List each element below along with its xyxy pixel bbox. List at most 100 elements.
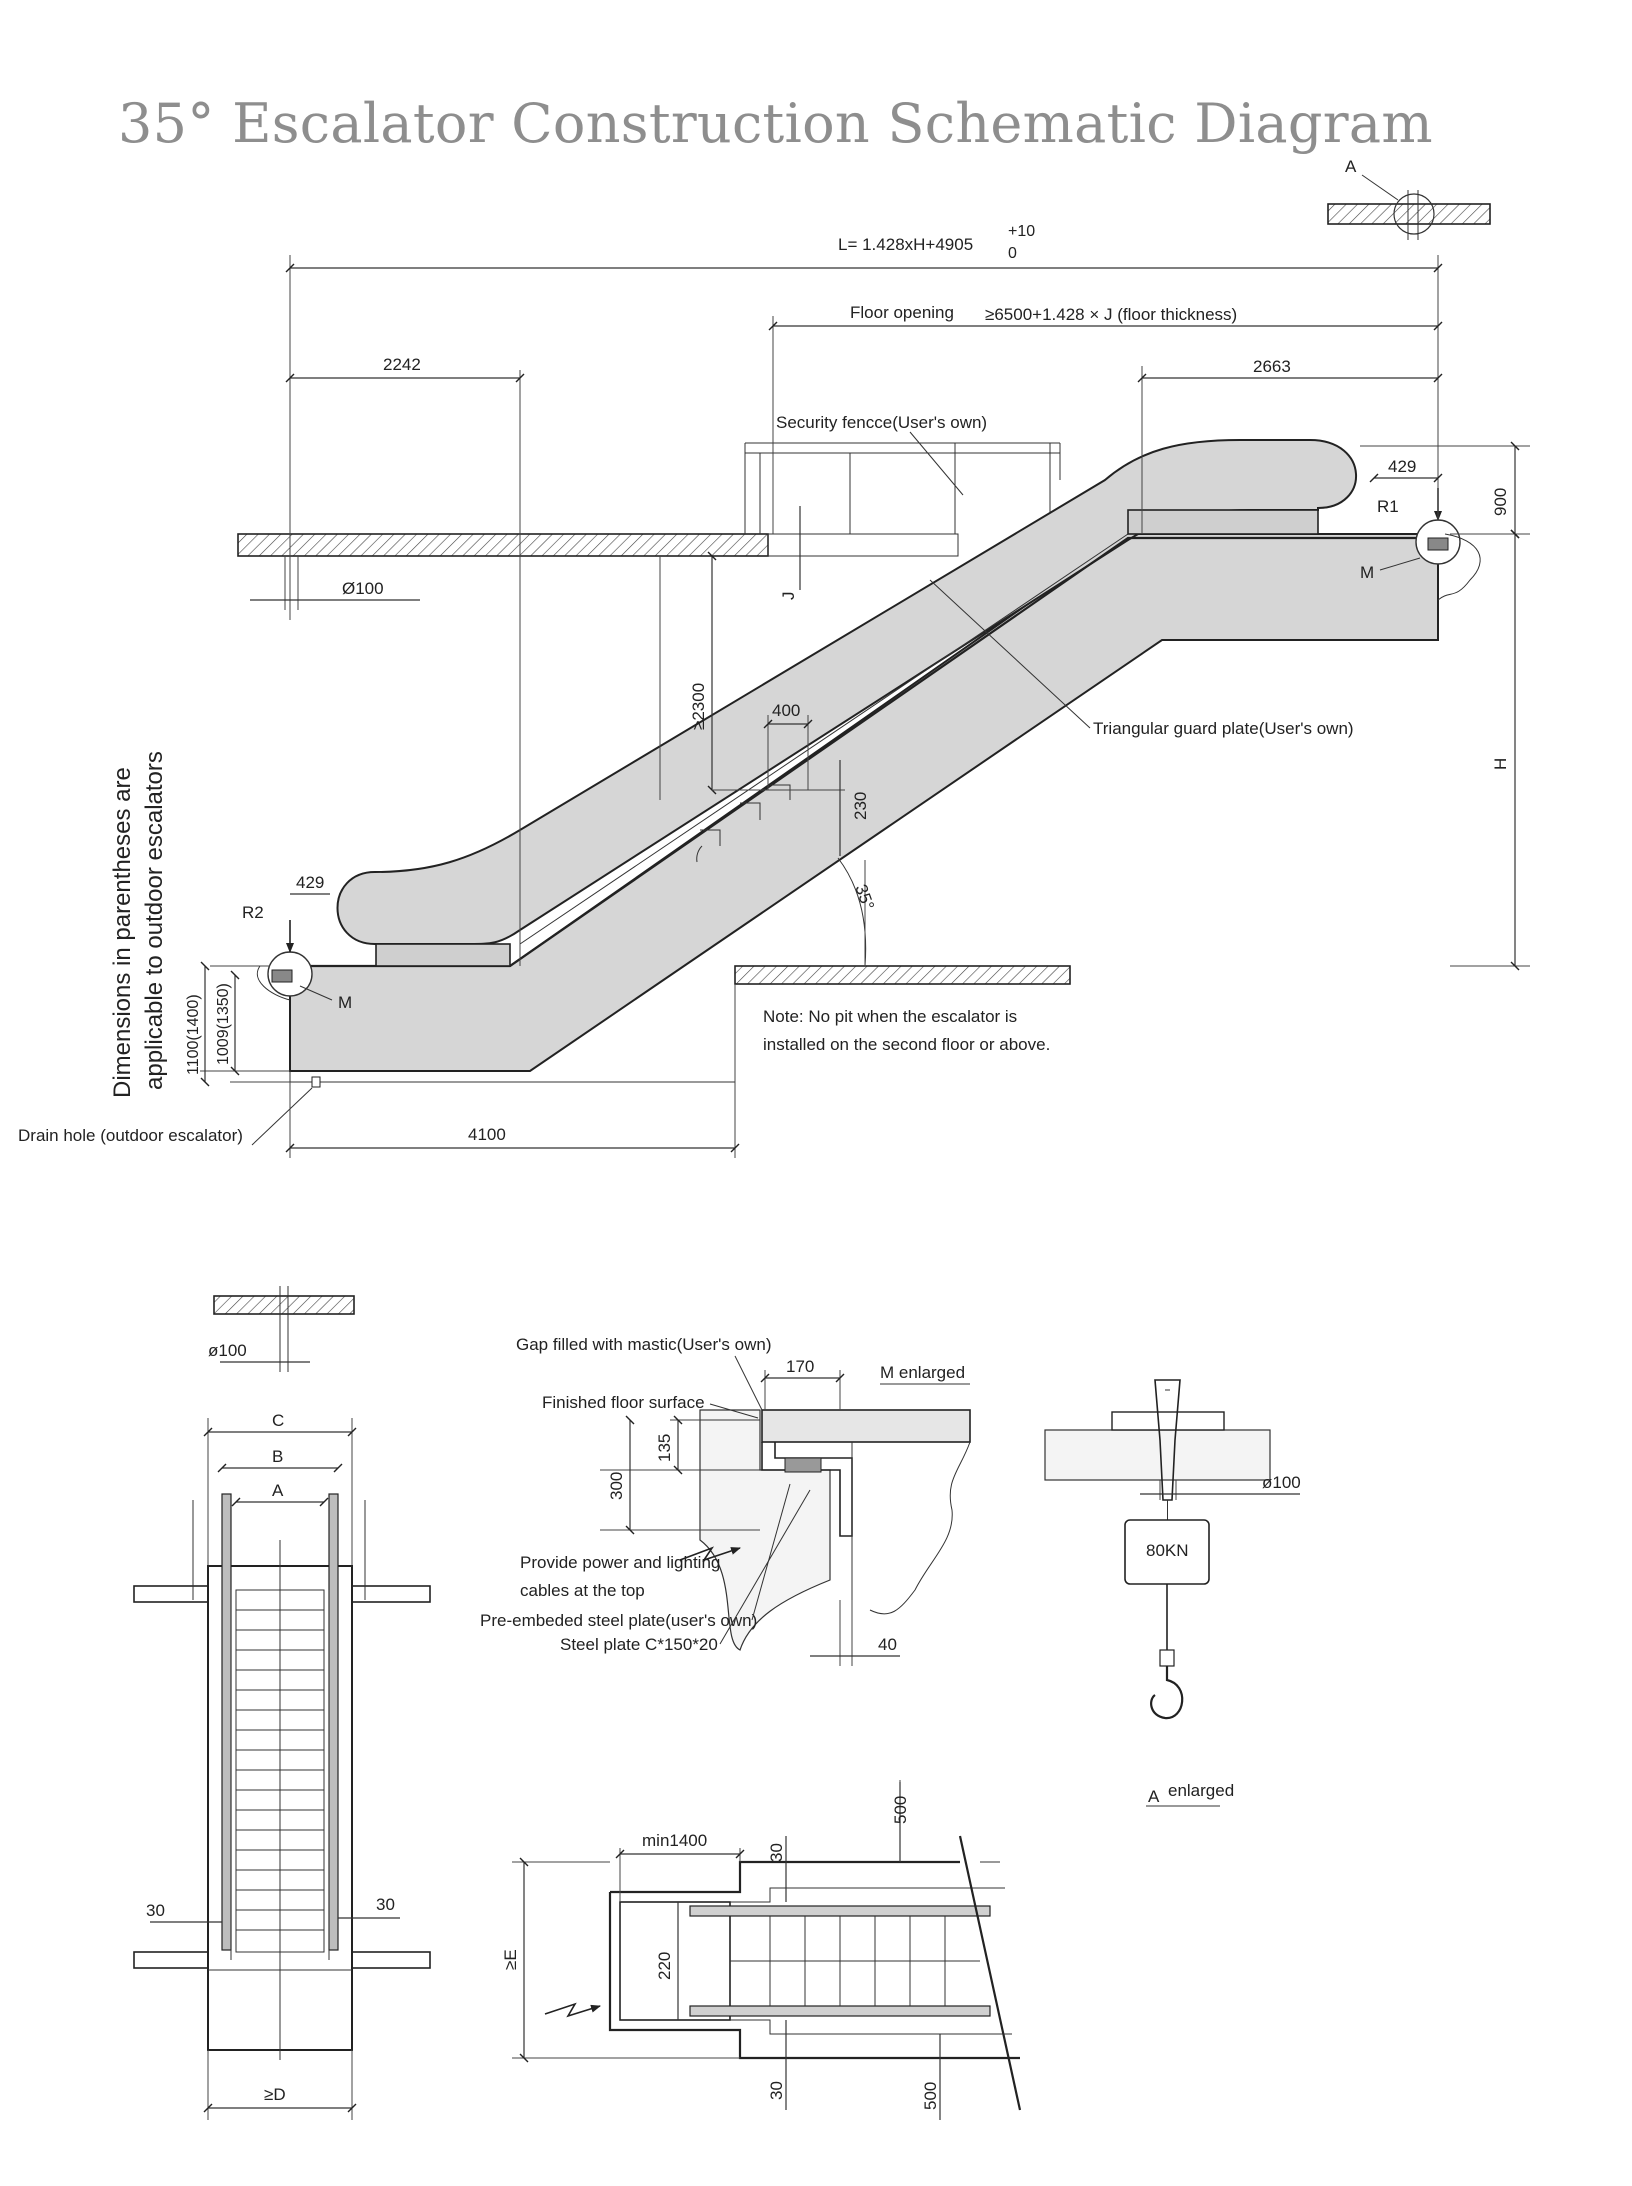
- pit-500-top: 500: [891, 1796, 910, 1824]
- power-line2: cables at the top: [520, 1581, 645, 1600]
- pit-30-top: 30: [767, 1843, 786, 1862]
- plan-c: C: [272, 1411, 284, 1430]
- plan-b: B: [272, 1447, 283, 1466]
- pit-500-bottom: 500: [921, 2082, 940, 2110]
- dim-429-top: 429: [1388, 457, 1416, 476]
- plan-30-right: 30: [376, 1895, 395, 1914]
- vertical-note-line2: applicable to outdoor escalators: [141, 751, 168, 1090]
- plan-floor-left-top: [133, 1585, 209, 1603]
- diagram-title: 35° Escalator Construction Schematic Dia…: [118, 92, 1433, 155]
- plan-floor-right-bottom: [351, 1951, 431, 1969]
- pit-rail-bottom: [689, 2005, 991, 2017]
- dia-100-label: Ø100: [342, 579, 384, 598]
- pit-inner: [619, 1901, 731, 2021]
- concrete-edge-bottom: [257, 965, 291, 1001]
- dim-400: 400: [772, 701, 800, 720]
- detail-a-shackle: [1154, 1379, 1181, 1501]
- detail-a-title-a: A: [1148, 1787, 1160, 1806]
- length-tolerance-plus: +10: [1008, 223, 1035, 240]
- note-line2: installed on the second floor or above.: [763, 1035, 1050, 1054]
- dim-900: 900: [1491, 488, 1510, 516]
- detail-a-cap: [1111, 1411, 1225, 1431]
- lower-landing-plate: [375, 943, 511, 967]
- pit-power-symbol: [544, 2002, 601, 2018]
- detail-m-plate: [761, 1409, 971, 1443]
- dim-2663: 2663: [1253, 357, 1291, 376]
- plan-d: ≥D: [264, 2085, 286, 2104]
- detail-m-title: M enlarged: [880, 1363, 965, 1382]
- load-cell-value: 80KN: [1146, 1541, 1189, 1560]
- label-m-bottom: M: [338, 993, 352, 1012]
- drain-hole: [311, 1076, 321, 1088]
- gap-filled-label: Gap filled with mastic(User's own): [516, 1335, 771, 1354]
- hook-icon: [1150, 1666, 1184, 1720]
- detail-a-dia-100: ø100: [1262, 1473, 1301, 1492]
- detail-m: Gap filled with mastic(User's own) 170 M…: [480, 1335, 971, 1666]
- label-j: J: [779, 592, 798, 601]
- label-r2: R2: [242, 903, 264, 922]
- detail-a-circle: [1393, 193, 1435, 235]
- dim-4100: 4100: [468, 1125, 506, 1144]
- pit-220: 220: [655, 1952, 674, 1980]
- plan-balustrade-left: [221, 1493, 232, 1951]
- note-line1: Note: No pit when the escalator is: [763, 1007, 1017, 1026]
- pit-e: ≥E: [501, 1949, 520, 1970]
- finished-floor-label: Finished floor surface: [542, 1393, 705, 1412]
- pit-slope: [958, 1835, 1022, 2111]
- power-cable-symbol: [679, 1546, 741, 1562]
- step-marks: [696, 784, 791, 863]
- support-bracket-top: [1427, 537, 1449, 551]
- label-m-top: M: [1360, 563, 1374, 582]
- detail-a-title-rest: enlarged: [1168, 1781, 1234, 1800]
- plan-floor-right-top: [351, 1585, 431, 1603]
- length-formula: L= 1.428xH+4905: [838, 235, 973, 254]
- pre-embedded-label: Pre-embeded steel plate(user's own): [480, 1611, 757, 1630]
- side-elevation: L= 1.428xH+4905 +10 0 Floor opening ≥650…: [18, 157, 1530, 1158]
- security-fence-label: Security fencce(User's own): [776, 413, 987, 432]
- pit-min1400: min1400: [642, 1831, 707, 1850]
- support-bracket-bottom: [271, 969, 293, 983]
- dim-2242: 2242: [383, 355, 421, 374]
- pit-plan: 500 30 min1400 ≥E 220 30 500: [501, 1780, 1022, 2120]
- concrete-edge-top: [1437, 533, 1481, 601]
- detail-a-concrete: [1044, 1429, 1271, 1481]
- upper-floor-edge: [767, 533, 959, 557]
- drain-hole-label: Drain hole (outdoor escalator): [18, 1126, 243, 1145]
- dim-429-bottom: 429: [296, 873, 324, 892]
- floor-opening-formula: ≥6500+1.428 × J (floor thickness): [985, 305, 1237, 324]
- dim-1009: 1009(1350): [215, 983, 232, 1065]
- security-fence: [744, 442, 1061, 534]
- detail-m-support: [784, 1457, 822, 1473]
- vertical-note-line1: Dimensions in parentheses are: [109, 767, 136, 1098]
- dim-170: 170: [786, 1357, 814, 1376]
- angle-arc: [837, 857, 867, 967]
- plan-a: A: [272, 1481, 284, 1500]
- triangular-guard-label: Triangular guard plate(User's own): [1093, 719, 1354, 738]
- dim-230: 230: [851, 792, 870, 820]
- plan-30-left: 30: [146, 1901, 165, 1920]
- upper-floor-slab: [237, 533, 769, 557]
- detail-a-slab: [1327, 203, 1491, 225]
- detail-a: ø100 80KN A enlarged: [1044, 1379, 1301, 1807]
- pit-rail-top: [689, 1905, 991, 1917]
- dim-1100: 1100(1400): [185, 994, 202, 1075]
- length-tolerance-minus: 0: [1008, 245, 1017, 262]
- angle-35: 35°: [851, 882, 878, 913]
- plan-view: ø100 C B A: [133, 1286, 431, 2120]
- plan-floor-left-bottom: [133, 1951, 209, 1969]
- floor-opening-label: Floor opening: [850, 303, 954, 322]
- pit-steps: [730, 1916, 980, 2006]
- detail-a-marker: A: [1345, 157, 1357, 176]
- dim-300: 300: [607, 1472, 626, 1500]
- dim-40: 40: [878, 1635, 897, 1654]
- pit-30-bottom: 30: [767, 2081, 786, 2100]
- handrail-inner-line: [519, 533, 1129, 945]
- steel-plate-label: Steel plate C*150*20: [560, 1635, 718, 1654]
- dim-2300: ≥2300: [689, 683, 708, 730]
- plan-balustrade-right: [328, 1493, 339, 1951]
- upper-landing-plate: [1127, 509, 1319, 535]
- power-line1: Provide power and lighting: [520, 1553, 720, 1572]
- dim-135: 135: [655, 1434, 674, 1462]
- label-h: H: [1491, 758, 1510, 770]
- label-r1: R1: [1377, 497, 1399, 516]
